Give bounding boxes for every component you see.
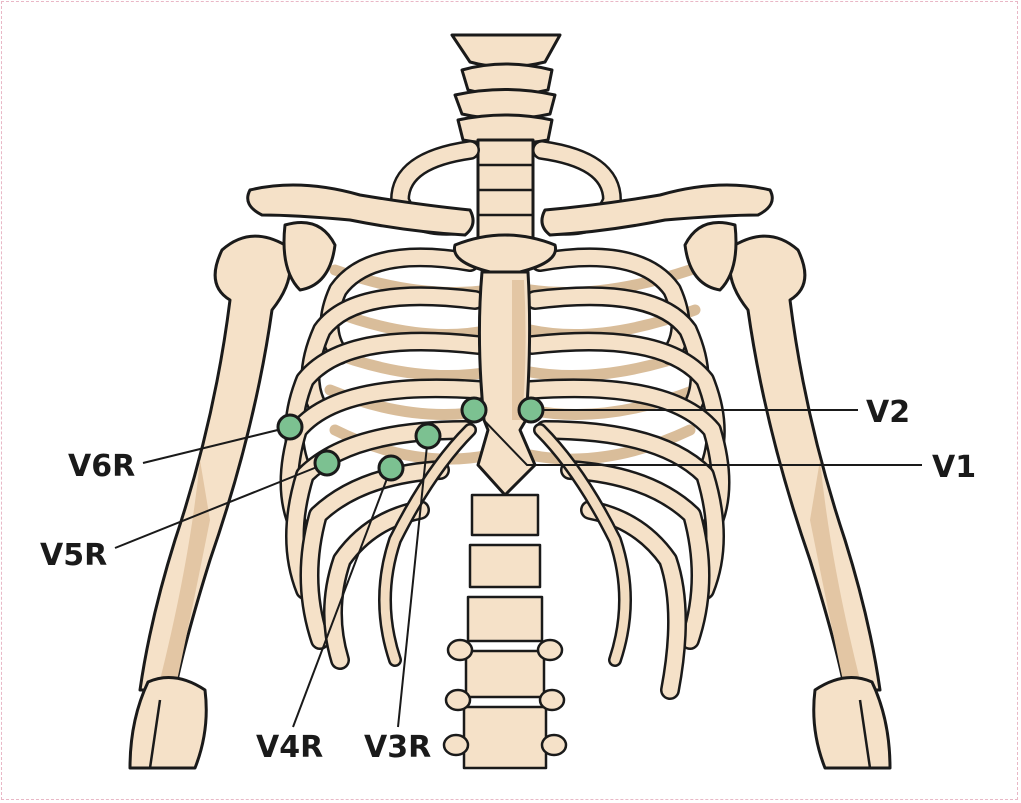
label-v2: V2 xyxy=(866,395,910,430)
humerus-left xyxy=(730,236,890,768)
thoracic-spine xyxy=(444,495,566,768)
electrode-v3r xyxy=(416,424,440,448)
label-v4r: V4R xyxy=(256,730,323,765)
ribs-left xyxy=(530,257,721,690)
humerus-right xyxy=(130,236,290,768)
electrode-v5r xyxy=(315,451,339,475)
label-v3r: V3R xyxy=(364,730,431,765)
skeleton-illustration xyxy=(130,35,890,768)
label-v1: V1 xyxy=(932,450,976,485)
electrode-v4r xyxy=(379,456,403,480)
label-v5r: V5R xyxy=(40,538,107,573)
electrode-v6r xyxy=(278,415,302,439)
label-v6r: V6R xyxy=(68,449,135,484)
electrode-v2 xyxy=(519,398,543,422)
electrode-v1 xyxy=(462,398,486,422)
